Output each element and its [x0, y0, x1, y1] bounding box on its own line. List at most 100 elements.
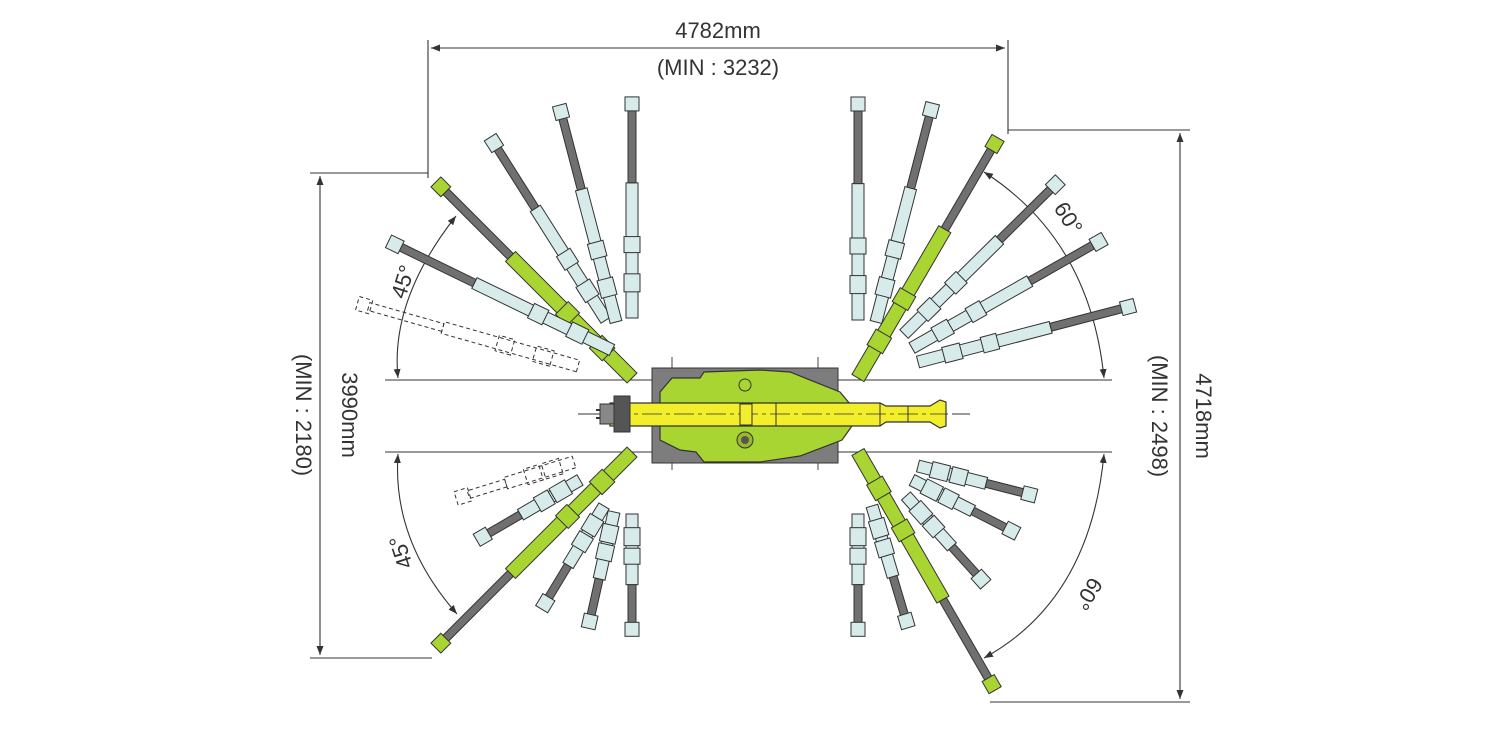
angle-label-rear-right-top: 60° [1049, 197, 1088, 238]
boom-head [613, 395, 631, 433]
outrigger-rr-low-alt-2-extension [888, 574, 910, 618]
outrigger-fl-low-alt-1-extension [485, 510, 524, 538]
outrigger-fl-low-alt-1-body [472, 474, 584, 547]
outrigger-front-left-deployed-extension [440, 186, 515, 261]
outrigger-rr-alt-5-collar-1 [941, 342, 964, 364]
outrigger-fl-low-alt-1-collar-1 [548, 479, 574, 504]
outrigger-rr-alt-3-collar-2 [943, 270, 968, 295]
outrigger-fl-low-alt-4-extension [627, 584, 637, 624]
outrigger-fl-ghost-top-body [354, 295, 581, 373]
outrigger-rear-right-deployed [851, 133, 1005, 383]
outrigger-rr-alt-4-extension [1027, 240, 1098, 286]
outrigger-fl-alt-4-foot [624, 96, 640, 112]
outrigger-rr-alt-1-extension [853, 108, 863, 185]
outrigger-fl-alt-1-collar-2 [526, 302, 550, 326]
outrigger-fl-alt-2-body [483, 132, 612, 324]
outrigger-rr-low-alt-1-body [849, 513, 867, 637]
outrigger-rr-low-alt-3-collar-2 [921, 514, 946, 539]
outrigger-fl-low-alt-4 [623, 513, 641, 637]
outrigger-rr-low-alt-4-extension [970, 506, 1009, 533]
outrigger-rr-low-alt-2-body [865, 503, 916, 631]
outrigger-rr-alt-1-foot [850, 96, 866, 112]
outrigger-fl-alt-2-collar-1 [575, 278, 600, 304]
outrigger-rr-alt-3-foot [1044, 174, 1066, 196]
outrigger-rear-right-deployed-extension [940, 144, 997, 232]
outrigger-fl-low-alt-3-extension [586, 577, 604, 618]
outrigger-fl-low-alt-2-foot [534, 592, 556, 614]
outrigger-rr-alt-1 [849, 96, 867, 321]
outrigger-fl-ghost-top-foot [354, 295, 374, 315]
turret-bolt-inner [741, 436, 749, 444]
outrigger-front-left-lower-deployed-extension [440, 569, 515, 644]
left-height-label: 3990mm [337, 372, 362, 458]
outrigger-fl-alt-4-extension [627, 108, 637, 184]
outrigger-front-left-deployed-foot [430, 176, 452, 198]
outrigger-fl-ghost-bottom-extension [466, 478, 508, 500]
outrigger-rr-low-alt-4 [908, 473, 1022, 541]
right-height-label: 4718mm [1191, 373, 1216, 459]
outrigger-rr-low-alt-4-body [908, 473, 1022, 541]
outrigger-fl-low-alt-2-body [534, 502, 610, 614]
outrigger-fl-low-alt-4-foot [624, 621, 640, 637]
outrigger-rr-alt-5-extension [1049, 303, 1126, 332]
outrigger-rr-alt-5-collar-2 [979, 332, 1001, 354]
outrigger-fl-alt-2-extension [492, 144, 540, 212]
outrigger-rear-right-deployed-collar-1 [866, 328, 893, 355]
outrigger-rr-low-alt-4-foot [1001, 520, 1022, 541]
outrigger-rr-alt-3-collar-1 [916, 296, 942, 323]
outrigger-rr-alt-3-extension [995, 184, 1056, 244]
outrigger-rear-right-lower-deployed-collar-2 [890, 518, 916, 543]
outrigger-fl-ghost-bottom-foot [453, 486, 473, 506]
outrigger-fl-alt-3-collar-1 [596, 276, 618, 299]
outrigger-fl-low-alt-1 [472, 474, 584, 547]
outrigger-rr-alt-1-body [849, 96, 867, 321]
outrigger-rr-alt-4-foot [1088, 231, 1109, 253]
outrigger-rr-low-alt-3 [900, 491, 992, 590]
outrigger-fl-low-alt-3-collar-2 [594, 542, 616, 563]
outrigger-rr-low-alt-4-collar-1 [919, 478, 945, 502]
outrigger-fl-low-alt-1-collar-2 [532, 489, 556, 513]
outrigger-rr-low-alt-1-collar-2 [849, 547, 867, 565]
outrigger-fl-low-alt-3-foot [580, 612, 599, 631]
angle-label-front-left-top: 45° [386, 262, 420, 301]
outrigger-fl-alt-1 [384, 234, 616, 357]
outrigger-rr-low-alt-3-extension [948, 543, 981, 579]
outrigger-fl-low-alt-1-foot [472, 526, 494, 547]
outrigger-rr-alt-2-extension [906, 113, 935, 190]
outrigger-rr-alt-2-body [869, 100, 941, 325]
outrigger-fl-alt-3-extension [557, 114, 586, 191]
outrigger-rear-right-lower-deployed-foot [981, 673, 1002, 695]
outrigger-rr-low-alt-1-extension [853, 584, 863, 624]
outrigger-rr-low-alt-5-foot [1020, 485, 1039, 504]
outrigger-rr-low-alt-2-collar-1 [867, 516, 890, 540]
outrigger-rear-right-deployed-collar-2 [891, 286, 917, 312]
angle-label-front-left-bottom: 45° [384, 533, 418, 572]
outrigger-fl-ghost-bottom-base-section [503, 455, 577, 490]
outrigger-fl-alt-1-body [384, 234, 616, 357]
outrigger-rr-alt-4-collar-2 [964, 300, 988, 324]
outrigger-fl-low-alt-2-extension [544, 562, 573, 601]
outrigger-rr-alt-3-body [899, 174, 1066, 339]
outrigger-fl-low-alt-2-collar-1 [580, 512, 605, 538]
outrigger-fl-ghost-top-collar-2 [494, 334, 516, 356]
outrigger-front-left-lower-deployed-collar-2 [554, 503, 581, 530]
angle-label-rear-right-bottom: 60° [1069, 573, 1108, 614]
outrigger-rr-low-alt-5-extension [984, 478, 1026, 498]
outrigger-fl-low-alt-3-body [580, 510, 621, 631]
outrigger-fl-ghost-bottom-collar-2 [522, 463, 544, 486]
outrigger-rr-low-alt-5 [915, 459, 1039, 504]
outrigger-fl-ghost-top-base-section [440, 321, 581, 373]
machine-body [596, 367, 947, 464]
angle-arc-front-left-top [393, 215, 457, 379]
outrigger-fl-alt-2-foot [483, 132, 505, 154]
outrigger-front-left-lower-deployed-collar-1 [588, 468, 616, 496]
outrigger-rear-right-deployed-body [851, 133, 1005, 383]
outrigger-rr-low-alt-2-foot [896, 611, 916, 631]
right-height-min-label: (MIN : 2498) [1147, 355, 1172, 477]
outrigger-rr-low-alt-3-foot [970, 568, 992, 590]
outrigger-rr-low-alt-4-collar-2 [937, 487, 960, 511]
outrigger-rr-low-alt-2-collar-2 [873, 537, 896, 559]
outrigger-fl-alt-4-collar-2 [623, 236, 641, 254]
outrigger-rr-alt-1-collar-2 [849, 237, 867, 255]
